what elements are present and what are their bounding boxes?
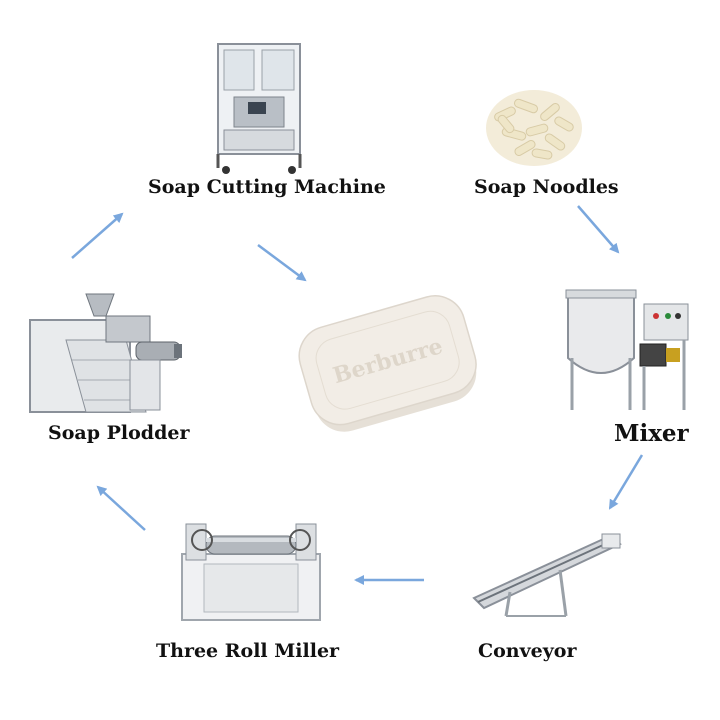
- three-roll-miller-image: [181, 523, 321, 621]
- arrow-plodder-to-cutting: [71, 212, 124, 259]
- arrow-miller-to-plodder: [96, 485, 146, 531]
- soap-cutting-machine-image: [216, 43, 302, 174]
- arrow-cutting-to-soap: [257, 243, 307, 282]
- arrow-noodles-to-mixer: [577, 205, 620, 254]
- label-soap-cutting-machine: Soap Cutting Machine: [148, 176, 386, 198]
- soap-bar-image: Berburre: [298, 295, 477, 432]
- soap-plodder-image: [29, 293, 182, 413]
- conveyor-image: [472, 533, 622, 617]
- label-conveyor: Conveyor: [478, 640, 577, 662]
- arrow-mixer-to-conveyor: [608, 454, 644, 510]
- label-soap-noodles: Soap Noodles: [474, 176, 619, 198]
- label-three-roll-miller: Three Roll Miller: [156, 640, 340, 662]
- soap-noodles-image: [486, 90, 582, 166]
- label-mixer: Mixer: [614, 420, 689, 447]
- mixer-image: [565, 289, 689, 410]
- label-soap-plodder: Soap Plodder: [48, 422, 190, 444]
